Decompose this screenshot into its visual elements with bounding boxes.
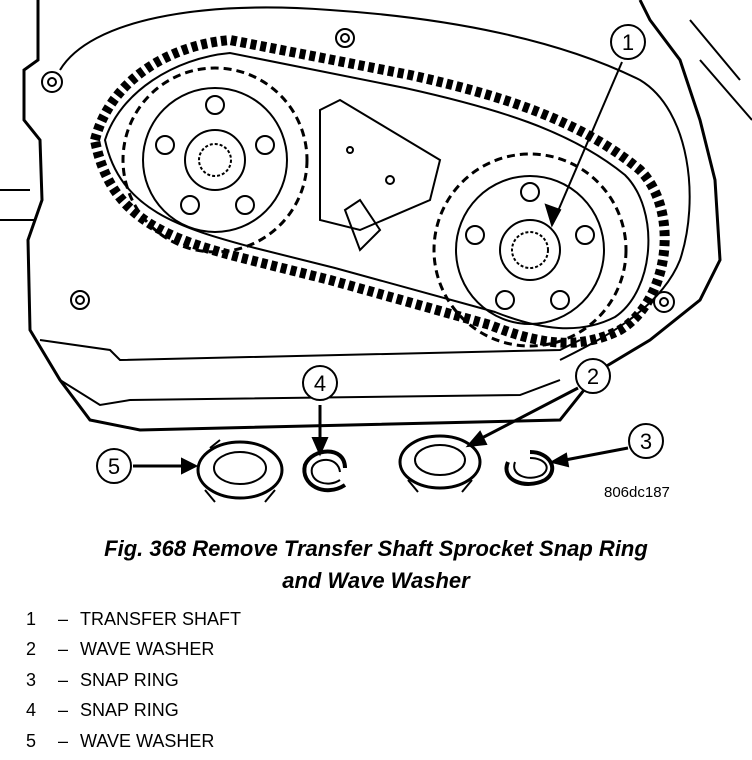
callout-3-number: 3: [640, 429, 652, 454]
legend-dash: –: [57, 669, 68, 690]
wave-washer-2: [398, 434, 482, 493]
wave-washer-5: [196, 439, 284, 503]
case-housing: [0, 0, 752, 432]
legend-item: 3 – SNAP RING: [26, 665, 241, 696]
callout-4: 4: [302, 365, 338, 457]
legend-number: 3: [26, 669, 37, 690]
transfer-shaft-sprocket: [432, 152, 628, 348]
callout-2-number: 2: [587, 364, 599, 389]
legend-dash: –: [57, 730, 68, 751]
callout-5: 5: [96, 448, 199, 484]
callout-4-number: 4: [314, 371, 326, 396]
legend-number: 2: [26, 639, 37, 660]
legend-dash: –: [57, 639, 68, 660]
callout-5-number: 5: [108, 454, 120, 479]
legend-item: 2 – WAVE WASHER: [26, 635, 241, 666]
callout-legend: 1 – TRANSFER SHAFT 2 – WAVE WASHER 3 – S…: [26, 604, 241, 757]
legend-label: WAVE WASHER: [80, 730, 215, 751]
callout-3: 3: [549, 423, 664, 468]
legend-dash: –: [57, 608, 68, 629]
drive-chain: [89, 34, 670, 348]
callout-1: 1: [544, 24, 646, 228]
callout-1-number: 1: [622, 30, 634, 55]
legend-label: SNAP RING: [80, 669, 179, 690]
transfer-case-illustration: 1 2 3 4 5: [0, 0, 752, 503]
legend-label: SNAP RING: [80, 700, 179, 721]
figure-code: 806dc187: [604, 484, 670, 501]
figure-caption-line1: Fig. 368 Remove Transfer Shaft Sprocket …: [104, 536, 648, 561]
legend-label: WAVE WASHER: [80, 639, 215, 660]
drive-sprocket: [121, 66, 309, 254]
center-bracket: [319, 98, 442, 252]
figure-caption-line2: and Wave Washer: [282, 568, 470, 593]
legend-item: 1 – TRANSFER SHAFT: [26, 604, 241, 635]
legend-item: 4 – SNAP RING: [26, 696, 241, 727]
legend-number: 1: [26, 608, 37, 629]
callout-2: 2: [465, 358, 611, 448]
legend-label: TRANSFER SHAFT: [80, 608, 242, 629]
legend-number: 4: [26, 700, 37, 721]
legend-dash: –: [57, 700, 68, 721]
snap-ring-4: [302, 449, 347, 493]
snap-ring-3: [504, 450, 555, 486]
legend-item: 5 – WAVE WASHER: [26, 726, 241, 757]
legend-number: 5: [26, 730, 37, 751]
